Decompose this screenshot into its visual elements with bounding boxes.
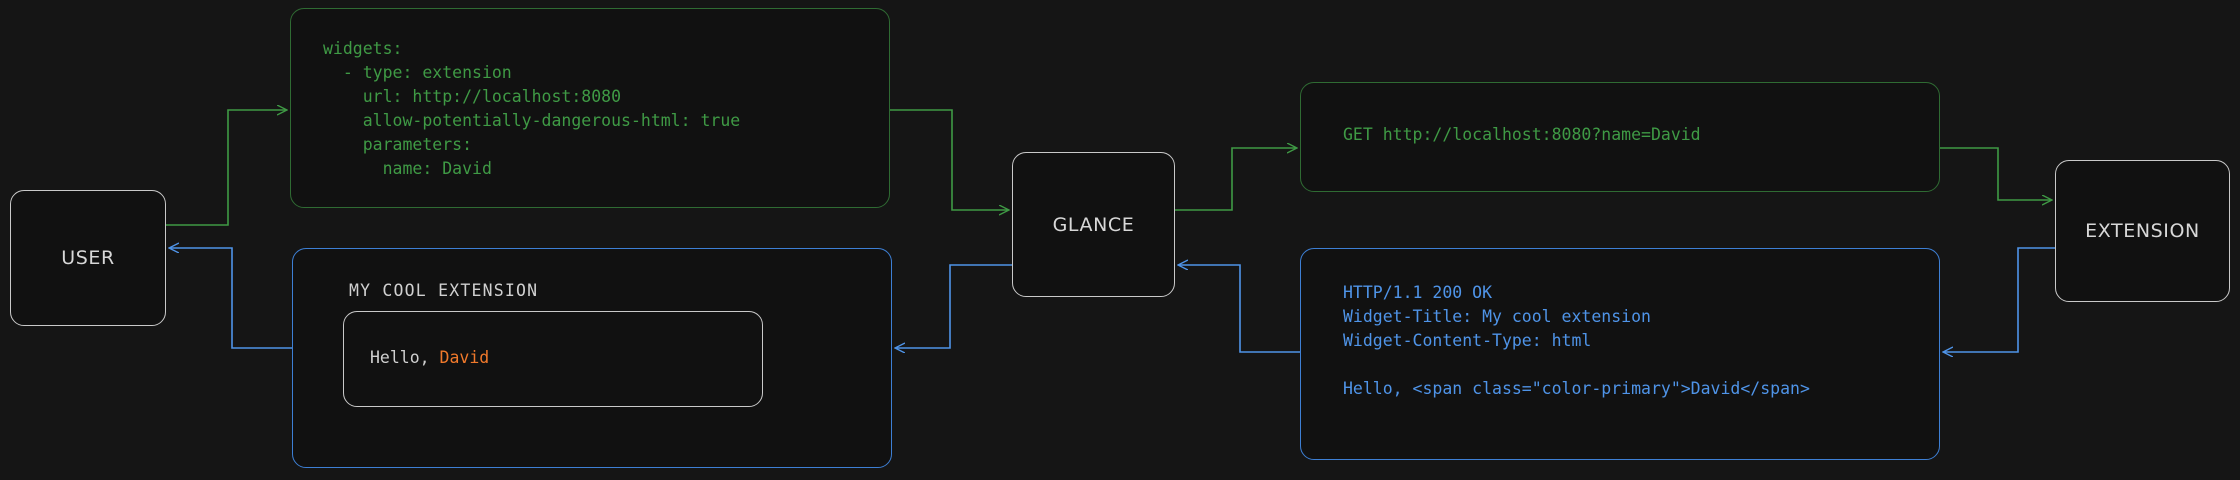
wire-config-to-glance (890, 109, 1008, 210)
widget-card: Hello, David (343, 311, 763, 407)
http-response-text: HTTP/1.1 200 OK Widget-Title: My cool ex… (1343, 283, 1810, 398)
message-box-yaml-config[interactable]: widgets: - type: extension url: http://l… (290, 8, 890, 208)
wire-widget-to-user (170, 248, 292, 349)
node-user-label: USER (61, 247, 115, 269)
widget-greeting: Hello, David (370, 348, 489, 367)
yaml-config-text: widgets: - type: extension url: http://l… (323, 39, 741, 178)
wire-response-to-glance (1179, 265, 1300, 353)
node-glance-label: GLANCE (1052, 213, 1135, 236)
widget-greeting-prefix: Hello, (370, 348, 440, 367)
message-box-http-request[interactable]: GET http://localhost:8080?name=David (1300, 82, 1940, 192)
http-request-text: GET http://localhost:8080?name=David (1343, 125, 1701, 144)
widget-title: MY COOL EXTENSION (349, 281, 539, 300)
message-box-http-response[interactable]: HTTP/1.1 200 OK Widget-Title: My cool ex… (1300, 248, 1940, 460)
message-box-rendered-widget[interactable]: MY COOL EXTENSION Hello, David (292, 248, 892, 468)
wire-glance-to-request (1175, 148, 1296, 211)
wire-glance-to-widget (896, 264, 1012, 348)
wire-user-to-config (166, 110, 286, 226)
node-user[interactable]: USER (10, 190, 166, 326)
wire-request-to-extension (1940, 147, 2051, 200)
node-extension[interactable]: EXTENSION (2055, 160, 2230, 302)
widget-greeting-name: David (439, 348, 490, 367)
node-extension-label: EXTENSION (2085, 220, 2200, 242)
node-glance[interactable]: GLANCE (1012, 152, 1175, 297)
wire-extension-to-response (1944, 247, 2055, 352)
